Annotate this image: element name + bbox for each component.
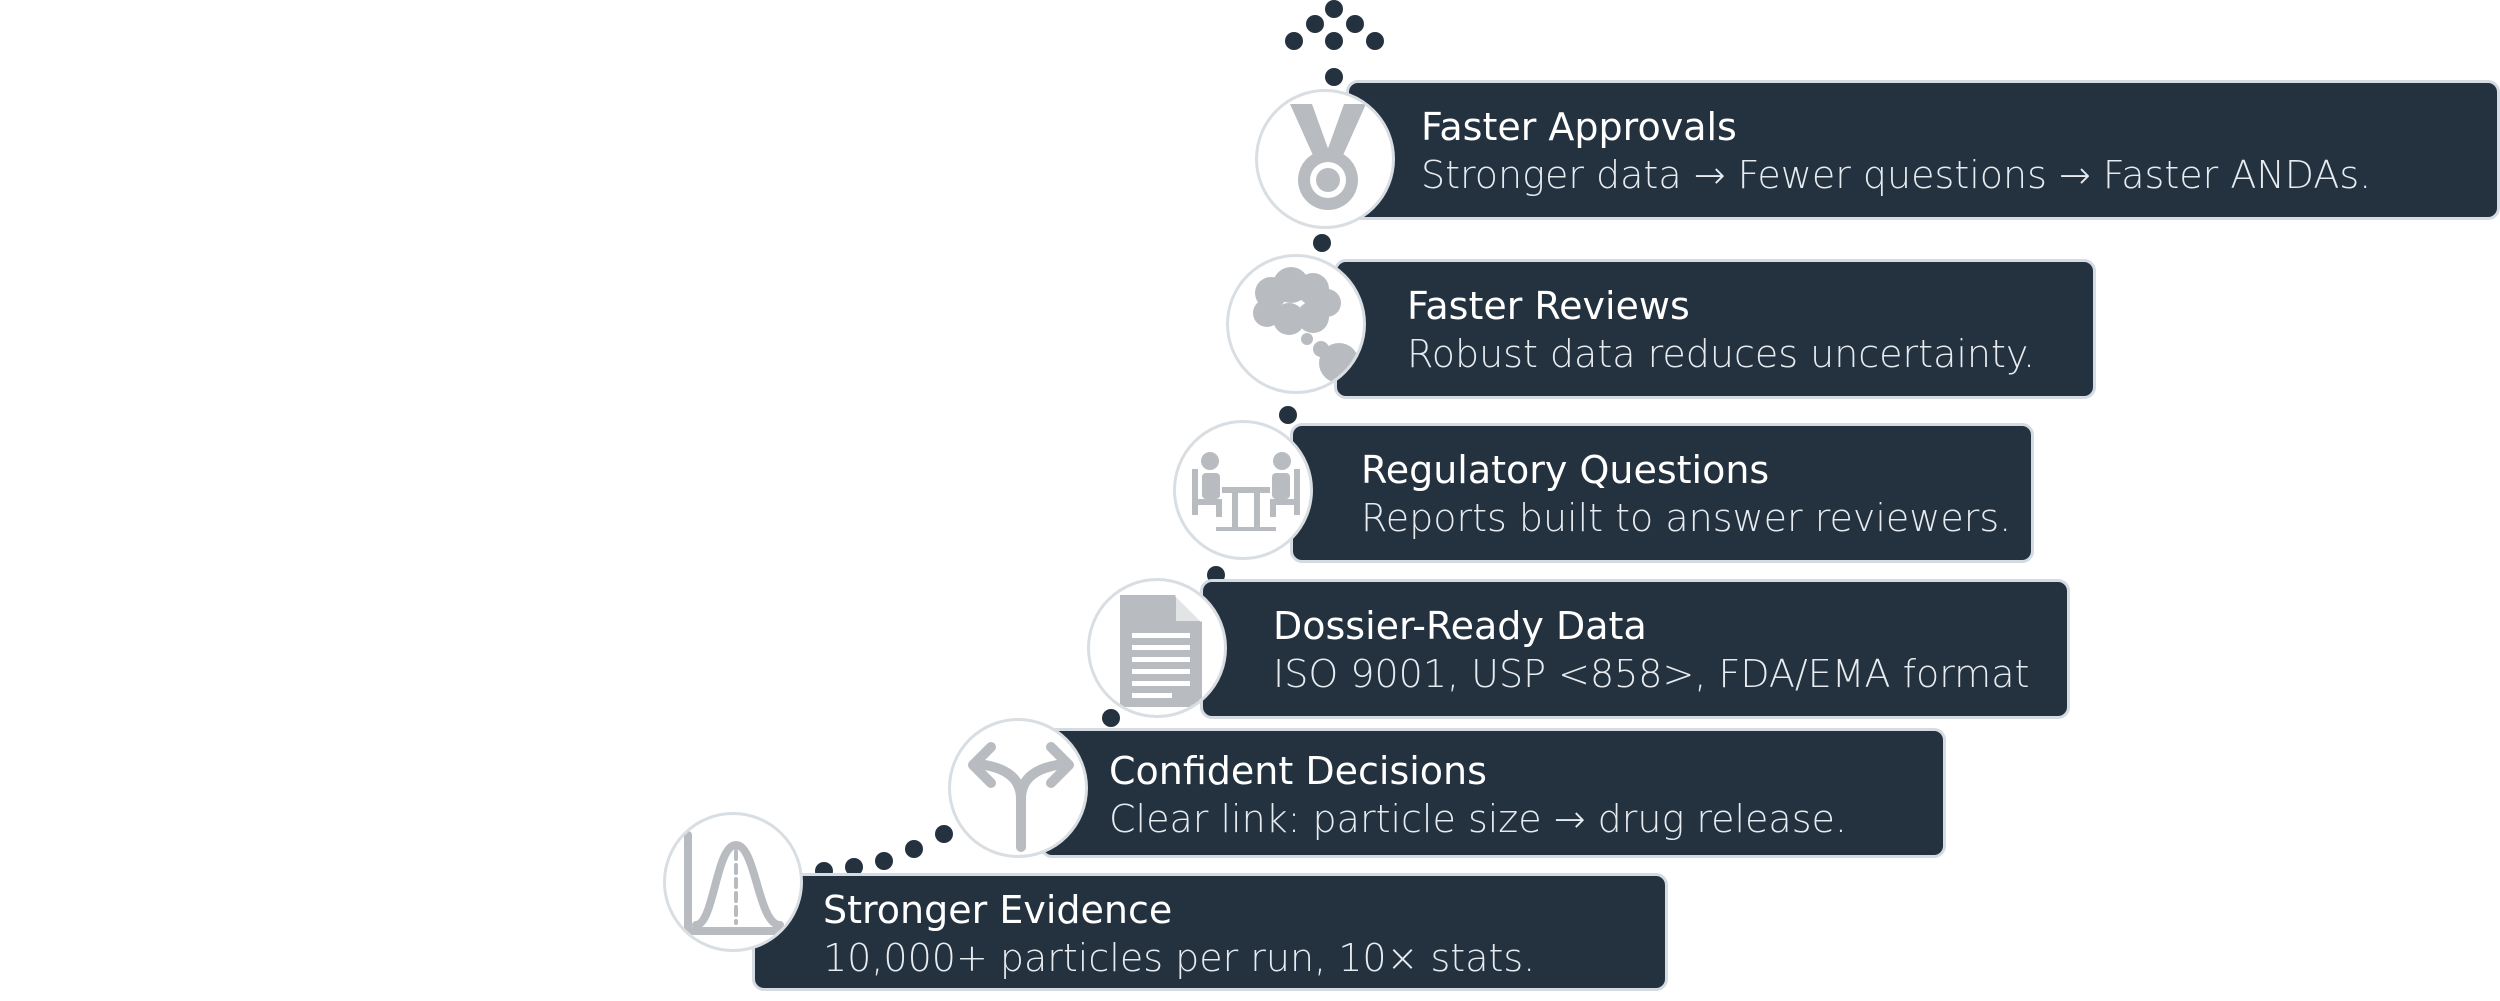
connector-dot	[1346, 15, 1364, 33]
step-title: Regulatory Questions	[1361, 448, 1770, 492]
step-title: Faster Reviews	[1407, 284, 1690, 328]
connector-dot	[1325, 0, 1343, 18]
connector-dot	[905, 840, 923, 858]
step-bar: Confident Decisions Clear link: particle…	[1040, 728, 1946, 858]
step-badge	[1087, 578, 1227, 718]
step-subtitle: Reports built to answer reviewers.	[1361, 496, 2012, 540]
connector-dot	[1102, 709, 1120, 727]
step-bar: Dossier-Ready Data ISO 9001, USP <858>, …	[1200, 579, 2070, 719]
step-badge	[948, 718, 1088, 858]
step-subtitle: ISO 9001, USP <858>, FDA/EMA format	[1273, 652, 2030, 696]
step-bar: Regulatory Questions Reports built to an…	[1290, 423, 2034, 563]
step-bar: Stronger Evidence 10,000+ particles per …	[752, 873, 1668, 991]
thought-cloud-icon	[1253, 267, 1359, 383]
step-badge	[1226, 254, 1366, 394]
step-badge	[1173, 420, 1313, 560]
step-subtitle: Clear link: particle size → drug release…	[1109, 797, 1847, 841]
connector-dot	[1285, 32, 1303, 50]
connector-dot	[1325, 32, 1343, 50]
step-bar: Faster Reviews Robust data reduces uncer…	[1334, 259, 2096, 399]
step-title: Confident Decisions	[1109, 749, 1487, 793]
connector-dot	[875, 852, 893, 870]
connector-dot	[1325, 68, 1343, 86]
connector-dot	[1306, 15, 1324, 33]
document-icon	[1120, 593, 1204, 707]
step-bar: Faster Approvals Stronger data → Fewer q…	[1346, 80, 2500, 220]
connector-dot	[1279, 406, 1297, 424]
step-title: Faster Approvals	[1421, 105, 1737, 149]
connector-dot	[935, 825, 953, 843]
step-subtitle: Stronger data → Fewer questions → Faster…	[1421, 153, 2372, 197]
medal-icon	[1290, 104, 1366, 210]
distribution-curve-icon	[684, 831, 794, 935]
step-subtitle: Robust data reduces uncertainty.	[1407, 332, 2036, 376]
meeting-icon	[1192, 452, 1300, 531]
step-badge	[1255, 89, 1395, 229]
step-subtitle: 10,000+ particles per run, 10× stats.	[823, 936, 1536, 980]
step-badge	[663, 812, 803, 952]
connector-dot	[1313, 234, 1331, 252]
connector-dot	[1366, 32, 1384, 50]
connector-dot	[845, 858, 863, 876]
step-title: Dossier-Ready Data	[1273, 604, 1647, 648]
fork-arrows-icon	[968, 742, 1074, 852]
step-title: Stronger Evidence	[823, 888, 1173, 932]
